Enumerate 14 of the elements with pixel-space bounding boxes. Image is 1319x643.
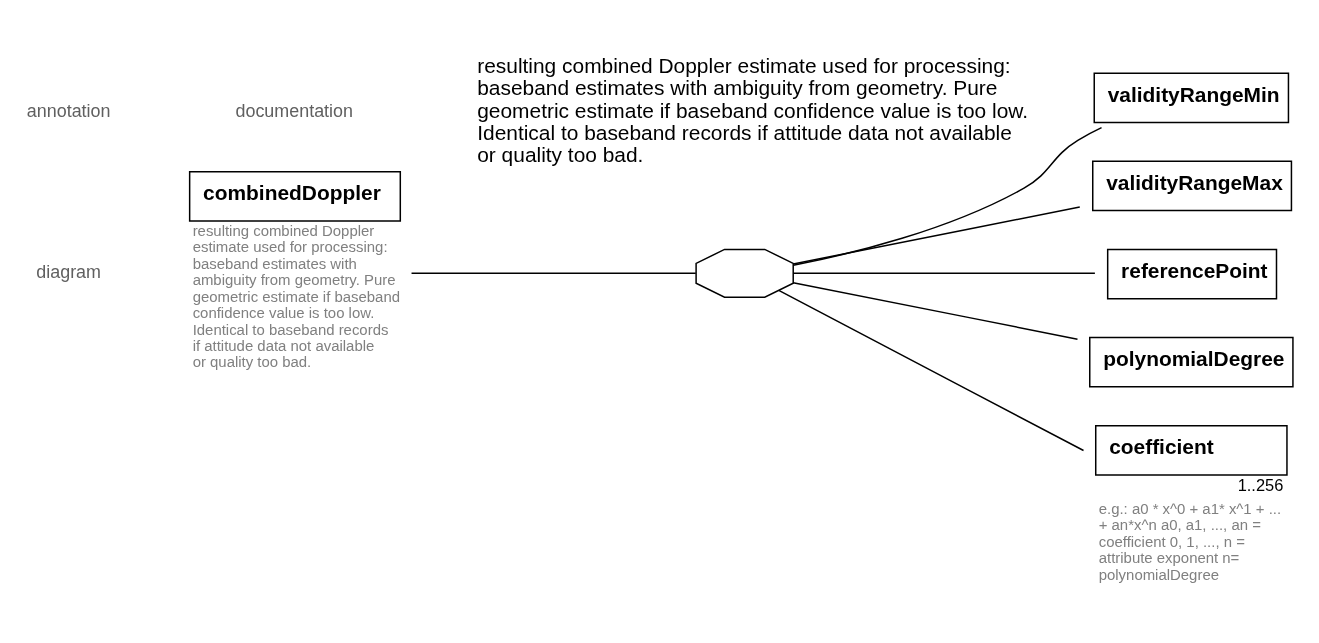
connector: [410, 272, 697, 275]
label: diagram: [36, 261, 101, 282]
node-label: 1..256: [1237, 476, 1284, 495]
connector: [792, 206, 1081, 265]
connector: [792, 272, 1096, 275]
node-octagon: [695, 248, 794, 298]
connector: [792, 281, 1079, 340]
node-label: e.g.: a0 * x^0 + a1* x^1 + ... + an*x^n a0, a1, ..., an = coefficient 0, 1, ..., n = attribute exponent n= polynomialDegree: [1098, 499, 1282, 583]
node-label: resulting combined Doppler estimate used for processing: baseband estimates with ambiguity from geometry. Pure geometric estimate if baseband confidence value is too low. Identical to baseband records if attitude data not available or quality too bad.: [192, 221, 401, 371]
connector: [792, 126, 1103, 266]
connector: [778, 289, 1085, 452]
label: resulting combined Doppler estimate used for processing: baseband estimates with ambiguity from geometry. Pure geometric estimate if baseband confidence value is too low. Identical to baseband records if attitude data not available or quality too bad.: [477, 53, 1029, 167]
label: documentation: [235, 100, 353, 121]
label: annotation: [26, 100, 111, 121]
